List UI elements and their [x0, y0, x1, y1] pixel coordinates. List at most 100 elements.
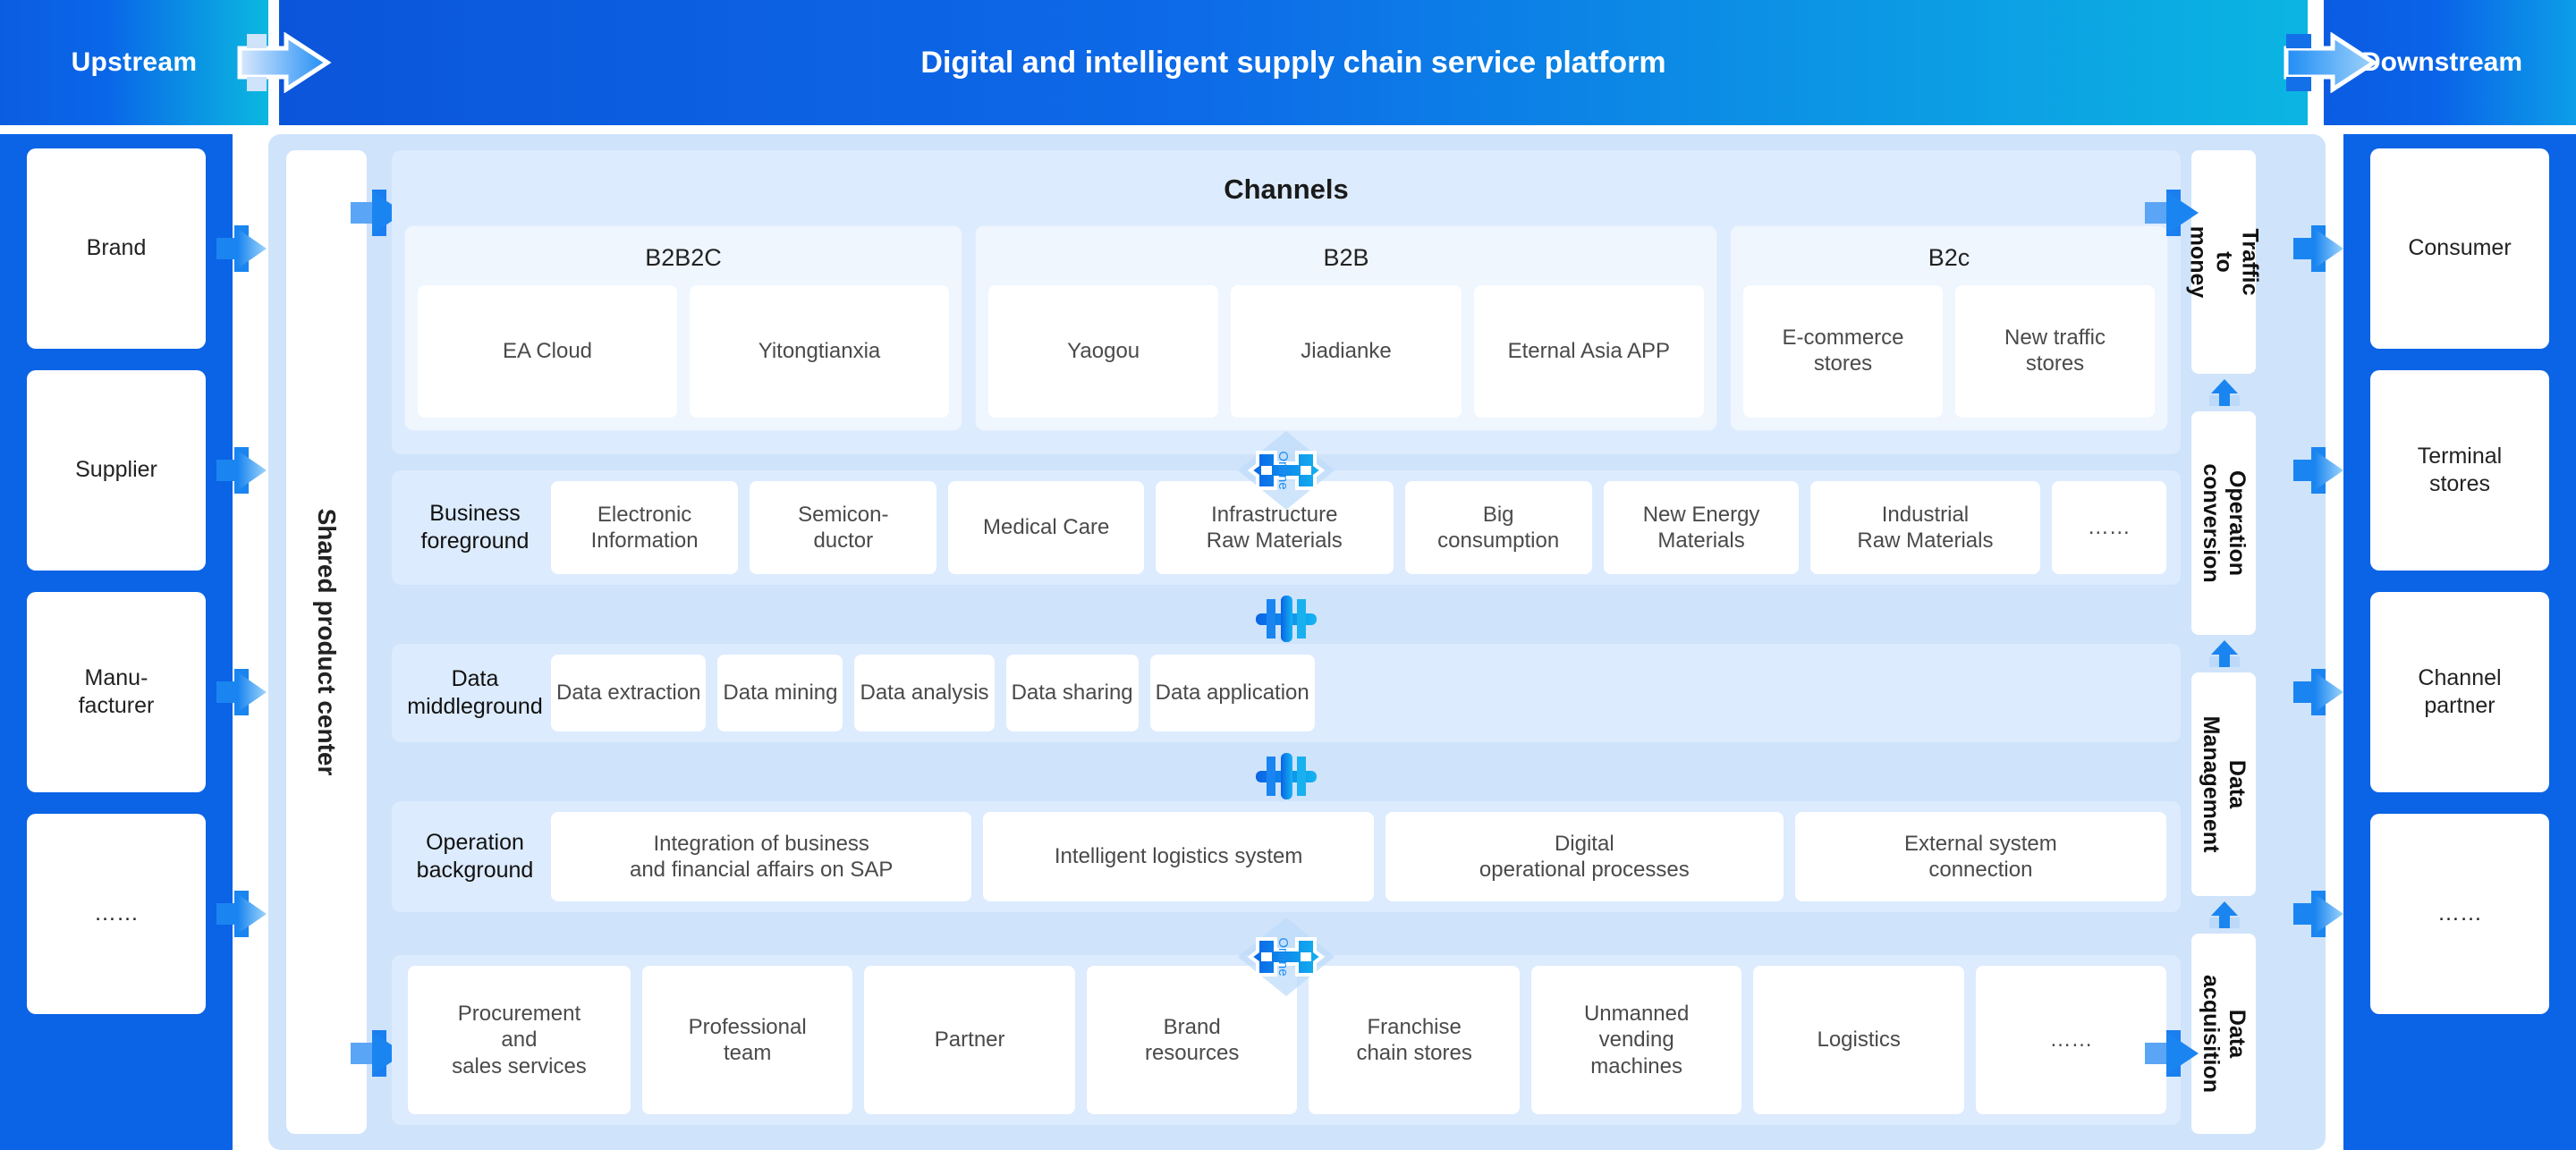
row-cell[interactable]: ……	[1975, 966, 2167, 1114]
row-cell[interactable]: Franchise chain stores	[1309, 966, 1520, 1114]
flow-arrow-icon	[351, 190, 404, 236]
rail-card-operation-conversion[interactable]: Operation conversion	[2191, 411, 2256, 635]
row-items: Integration of business and financial af…	[551, 812, 2166, 901]
upstream-card-label: Supplier	[75, 457, 157, 483]
page-header: Upstream Digital and intelligent supply …	[0, 0, 2576, 125]
channel-item[interactable]: Yitongtianxia	[690, 285, 949, 418]
up-arrow-icon	[2209, 640, 2240, 667]
operation-background-band: Operation background Integration of busi…	[392, 801, 2181, 912]
row-cell[interactable]: Electronic Information	[551, 481, 739, 574]
downstream-card-label: Channel partner	[2418, 664, 2502, 718]
upstream-card-brand[interactable]: Brand	[27, 148, 206, 349]
row-cell[interactable]: Digital operational processes	[1385, 812, 1784, 901]
upstream-card-label: Manu- facturer	[78, 664, 155, 718]
row-items: Data extraction Data mining Data analysi…	[551, 655, 2166, 731]
upstream-arrow-icon	[237, 32, 332, 93]
plus-connector-icon	[1256, 596, 1317, 642]
row-label: Business foreground	[420, 500, 530, 554]
rail-card-label: Data Management	[2199, 715, 2250, 853]
row-cell[interactable]: Professional team	[641, 966, 853, 1114]
row-cell[interactable]: Big consumption	[1404, 481, 1592, 574]
flow-arrow-icon	[216, 447, 267, 494]
channel-item[interactable]: New traffic stores	[1955, 285, 2155, 418]
flow-arrow-icon	[2293, 669, 2343, 715]
channel-group-items: E-commerce stores New traffic stores	[1743, 285, 2155, 418]
channel-group-title: B2B	[1323, 244, 1369, 271]
downstream-panel: Consumer Terminal stores Channel partner…	[2343, 134, 2576, 1150]
channel-item[interactable]: Eternal Asia APP	[1473, 285, 1704, 418]
row-cell[interactable]: Data analysis	[854, 655, 995, 731]
platform-core: Channels B2B2C EA Cloud Yitongtianxia B2…	[392, 150, 2181, 1134]
row-cell[interactable]: Data application	[1149, 655, 1315, 731]
rail-card-data-acquisition[interactable]: Data acquisition	[2191, 934, 2256, 1134]
downstream-card-channel-partner[interactable]: Channel partner	[2370, 592, 2549, 792]
row-cell[interactable]: Partner	[864, 966, 1075, 1114]
channel-item[interactable]: E-commerce stores	[1743, 285, 1943, 418]
row-cell[interactable]: Unmanned vending machines	[1530, 966, 1742, 1114]
flow-arrow-icon	[351, 1030, 404, 1077]
row-cell[interactable]: Integration of business and financial af…	[551, 812, 972, 901]
flow-arrow-icon	[2145, 1030, 2199, 1077]
row-cell[interactable]: Infrastructure Raw Materials	[1156, 481, 1394, 574]
plus-connector-icon	[1256, 753, 1317, 799]
row-cell[interactable]: Semicon- ductor	[750, 481, 937, 574]
flow-arrow-icon	[2293, 225, 2343, 272]
channel-item[interactable]: Jiadianke	[1231, 285, 1462, 418]
online-connector-icon: Online	[1238, 917, 1335, 996]
downstream-card-more[interactable]: ……	[2370, 814, 2549, 1014]
channels-band: Channels B2B2C EA Cloud Yitongtianxia B2…	[392, 150, 2181, 454]
row-cell[interactable]: Data extraction	[551, 655, 707, 731]
rail-card-label: Operation conversion	[2199, 463, 2250, 583]
downstream-card-label: Consumer	[2408, 235, 2512, 261]
header-downstream-label: Downstream	[2361, 47, 2523, 77]
downstream-arrow-icon	[2284, 32, 2378, 93]
row-cell[interactable]: Intelligent logistics system	[983, 812, 1374, 901]
row-cell[interactable]: Data mining	[717, 655, 843, 731]
channel-group-b2c[interactable]: B2c E-commerce stores New traffic stores	[1730, 225, 2168, 431]
channel-item[interactable]: Yaogou	[988, 285, 1219, 418]
flow-arrow-icon	[216, 891, 267, 937]
upstream-card-label: Brand	[86, 235, 147, 261]
row-label: Data middleground	[407, 665, 543, 719]
channel-group-b2b2c[interactable]: B2B2C EA Cloud Yitongtianxia	[404, 225, 962, 431]
row-cell[interactable]: ……	[2051, 481, 2166, 574]
upstream-card-manufacturer[interactable]: Manu- facturer	[27, 592, 206, 792]
flow-arrow-icon	[216, 669, 267, 715]
resources-band: Procurement and sales services Professio…	[392, 955, 2181, 1125]
up-arrow-icon	[2209, 901, 2240, 928]
row-cell[interactable]: Data sharing	[1005, 655, 1139, 731]
channel-group-items: EA Cloud Yitongtianxia	[418, 285, 949, 418]
shared-product-center-label: Shared product center	[313, 508, 341, 776]
rail-card-traffic-to-money[interactable]: Traffic to money	[2186, 150, 2263, 374]
up-arrow-icon	[2209, 379, 2240, 406]
row-cell[interactable]: External system connection	[1794, 812, 2166, 901]
channel-group-title: B2B2C	[645, 244, 722, 271]
row-items: Procurement and sales services Professio…	[408, 966, 2167, 1114]
flow-arrow-icon	[2145, 190, 2199, 236]
row-label: Operation background	[416, 829, 534, 883]
channel-group-b2b[interactable]: B2B Yaogou Jiadianke Eternal Asia APP	[975, 225, 1717, 431]
row-cell[interactable]: Procurement and sales services	[408, 966, 631, 1114]
flow-arrow-icon	[2293, 447, 2343, 494]
upstream-card-supplier[interactable]: Supplier	[27, 370, 206, 571]
online-connector-icon: Online	[1238, 431, 1335, 510]
upstream-card-more[interactable]: ……	[27, 814, 206, 1014]
downstream-card-terminal-stores[interactable]: Terminal stores	[2370, 370, 2549, 571]
rail-card-data-management[interactable]: Data Management	[2191, 672, 2256, 896]
upstream-card-label: ……	[94, 901, 139, 926]
shared-product-center[interactable]: Shared product center	[286, 150, 367, 1134]
row-cell[interactable]: Brand resources	[1086, 966, 1298, 1114]
flow-arrow-icon	[2293, 891, 2343, 937]
channel-item[interactable]: EA Cloud	[418, 285, 677, 418]
online-connector-label: Online	[1275, 937, 1291, 976]
diagram-stage: Brand Supplier Manu- facturer ……	[0, 134, 2576, 1150]
channel-group-items: Yaogou Jiadianke Eternal Asia APP	[988, 285, 1704, 418]
header-upstream-label: Upstream	[71, 47, 198, 77]
downstream-card-consumer[interactable]: Consumer	[2370, 148, 2549, 349]
row-cell[interactable]: New Energy Materials	[1603, 481, 1800, 574]
downstream-card-label: ……	[2437, 901, 2482, 926]
row-cell[interactable]: Logistics	[1753, 966, 1964, 1114]
header-center-band	[279, 0, 2308, 125]
row-cell[interactable]: Industrial Raw Materials	[1810, 481, 2040, 574]
row-cell[interactable]: Medical Care	[948, 481, 1144, 574]
